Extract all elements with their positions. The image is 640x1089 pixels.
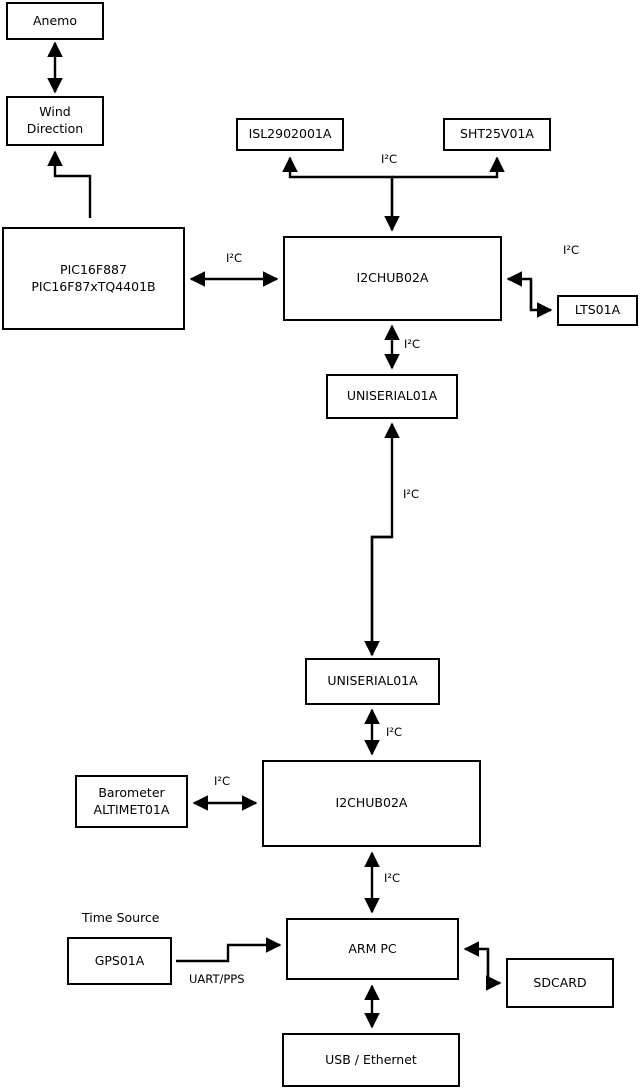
node-sht25v01a[interactable]: SHT25V01A	[443, 118, 551, 151]
connector-sdcard-armpc	[463, 941, 490, 983]
connector-uniserial-link-down	[364, 535, 392, 657]
node-isl2902001a-label: ISL2902001A	[248, 126, 332, 142]
node-pic-label-line1: PIC16F887	[60, 261, 127, 277]
node-lts01a-label: LTS01A	[574, 302, 621, 318]
connector-uniserial-link	[370, 422, 400, 655]
edge-label-i2c-barometer-hub2: I²C	[214, 774, 231, 788]
label-time-source: Time Source	[82, 910, 160, 925]
node-arm-pc[interactable]: ARM PC	[286, 918, 459, 980]
edge-label-i2c-uniserial-hub2: I²C	[386, 725, 403, 739]
connector-hubtop-bus	[282, 156, 394, 230]
node-sdcard-label: SDCARD	[533, 974, 587, 990]
node-gps01a-label: GPS01A	[94, 952, 145, 968]
node-i2chub02a-top-label: I2CHUB02A	[356, 270, 429, 286]
node-sdcard[interactable]: SDCARD	[506, 958, 614, 1008]
edge-label-i2c-hub-uniserial: I²C	[404, 337, 421, 351]
node-barometer-label-line1: Barometer	[98, 784, 165, 800]
node-gps01a[interactable]: GPS01A	[67, 937, 172, 985]
node-lts01a[interactable]: LTS01A	[557, 295, 638, 326]
edge-label-i2c-uniserial-link: I²C	[403, 487, 420, 501]
node-usb-ethernet-label: USB / Ethernet	[325, 1051, 417, 1067]
connector-gps-armpc	[176, 937, 282, 963]
node-uniserial01a-bottom-label: UNISERIAL01A	[327, 673, 418, 689]
node-i2chub02a-bottom-label: I2CHUB02A	[335, 795, 408, 811]
node-uniserial01a-bottom[interactable]: UNISERIAL01A	[305, 658, 440, 705]
connector-lts-hubtop	[506, 271, 533, 310]
node-pic-label-line2: PIC16F87xTQ4401B	[31, 278, 156, 294]
node-barometer[interactable]: Barometer ALTIMET01A	[75, 775, 188, 828]
node-anemo-label: Anemo	[33, 12, 77, 28]
node-uniserial01a-top[interactable]: UNISERIAL01A	[326, 374, 458, 419]
node-wind-direction[interactable]: Wind Direction	[6, 96, 104, 146]
node-isl2902001a[interactable]: ISL2902001A	[236, 118, 344, 151]
connector-hubtop-lts	[529, 279, 553, 318]
node-arm-pc-label: ARM PC	[348, 940, 397, 956]
edge-label-uart-pps: UART/PPS	[189, 972, 245, 986]
edge-label-i2c-pic-hub: I²C	[226, 251, 243, 265]
connector-bus-sht	[392, 156, 505, 179]
node-i2chub02a-top[interactable]: I2CHUB02A	[283, 236, 502, 321]
connector-pic-wind	[47, 150, 92, 218]
node-pic[interactable]: PIC16F887 PIC16F87xTQ4401B	[2, 227, 185, 330]
node-wind-direction-label-line1: Wind	[39, 104, 71, 120]
edge-label-i2c-top-fan: I²C	[381, 152, 398, 166]
connector-armpc-sdcard	[485, 949, 502, 991]
node-i2chub02a-bottom[interactable]: I2CHUB02A	[262, 760, 481, 847]
node-wind-direction-label-line2: Direction	[26, 121, 84, 136]
node-barometer-label-line2: ALTIMET01A	[93, 801, 170, 817]
node-sht25v01a-label: SHT25V01A	[460, 126, 534, 142]
node-uniserial01a-top-label: UNISERIAL01A	[346, 388, 438, 404]
node-usb-ethernet[interactable]: USB / Ethernet	[282, 1033, 460, 1087]
edge-label-i2c-hub2-armpc: I²C	[384, 871, 401, 885]
node-anemo[interactable]: Anemo	[6, 2, 104, 40]
edge-label-i2c-hub-lts: I²C	[563, 243, 580, 257]
